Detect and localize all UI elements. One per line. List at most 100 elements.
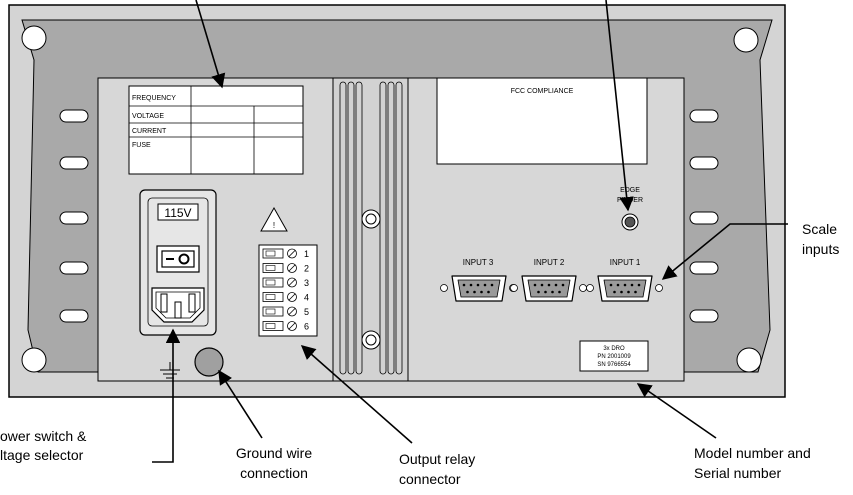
corner-screws: [21, 25, 762, 373]
arrow-power-switch: [152, 328, 181, 463]
model-label-line1: 3x DRO: [603, 346, 625, 352]
arrow-output-relay: [300, 345, 413, 444]
connector-pin: [533, 283, 537, 287]
connector-pin: [547, 283, 551, 287]
rating-frequency-label: FREQUENCY: [132, 95, 176, 102]
warning-symbol: !: [273, 221, 275, 230]
connector-pin: [637, 283, 641, 287]
connector-pin: [537, 290, 540, 294]
model-label-line2: PN 2001009: [597, 354, 631, 360]
connector-pin: [620, 290, 623, 294]
fcc-label: FCC COMPLIANCE: [436, 77, 648, 165]
arrow-ground-wire: [218, 369, 263, 439]
rating-fuse-label: FUSE: [132, 142, 151, 149]
connector-pin: [466, 290, 469, 294]
connector-pin: [473, 290, 476, 294]
model-serial-label: 3x DRO PN 2001009 SN 9766554: [579, 340, 649, 372]
connector-pin: [634, 290, 637, 294]
connector-pin: [616, 283, 620, 287]
callout-model-number-line1: Model number and: [694, 445, 811, 461]
callouts: Scale inputs ower switch & ltage selecto…: [0, 221, 839, 487]
corner-screw-icon: [21, 347, 47, 373]
connector-pin: [627, 290, 630, 294]
heatsink-screw-icon: [361, 209, 381, 229]
side-tabs: [59, 109, 719, 323]
connector-pin: [490, 283, 494, 287]
relay-terminal-number: 4: [304, 293, 309, 303]
connector-pin: [551, 290, 554, 294]
relay-terminal-block[interactable]: 1 2 3 4 5 6: [258, 244, 318, 337]
heatsink-screws: [361, 209, 381, 350]
relay-terminal[interactable]: 5: [262, 306, 309, 317]
fcc-compliance-text: FCC COMPLIANCE: [511, 88, 574, 95]
edge-finder-label-line2: FINDER: [617, 197, 643, 204]
callout-ground-wire-line2: connection: [240, 465, 308, 481]
connector-pin: [476, 283, 480, 287]
callout-scale-inputs-line1: Scale: [802, 221, 837, 237]
corner-screw-icon: [736, 347, 762, 373]
relay-terminal[interactable]: 4: [262, 292, 309, 303]
side-tab: [689, 156, 719, 170]
connector-pin: [540, 283, 544, 287]
side-tab: [59, 156, 89, 170]
connector-pin: [609, 283, 613, 287]
side-tab: [689, 211, 719, 225]
power-entry-module: 115V: [139, 189, 217, 336]
model-label-line3: SN 9766554: [597, 362, 631, 368]
relay-terminal-number: 6: [304, 322, 309, 332]
connector-pin: [487, 290, 490, 294]
relay-terminal-number: 5: [304, 307, 309, 317]
side-tab: [59, 261, 89, 275]
connector-pin: [462, 283, 466, 287]
iec-power-inlet[interactable]: [151, 287, 205, 323]
callout-model-number-line2: Serial number: [694, 465, 781, 481]
connector-pin: [480, 290, 483, 294]
side-tab: [59, 211, 89, 225]
corner-screw-icon: [21, 25, 47, 51]
arrow-model-number: [636, 383, 717, 439]
input3-label: INPUT 3: [463, 258, 494, 267]
relay-terminal-number: 3: [304, 278, 309, 288]
heatsink-fins: [339, 81, 403, 375]
callout-power-switch-line1: ower switch &: [0, 428, 87, 444]
connector-pin: [561, 283, 565, 287]
connector-pin: [544, 290, 547, 294]
corner-screw-icon: [733, 27, 759, 53]
side-tab: [59, 309, 89, 323]
relay-terminal[interactable]: 1: [262, 248, 309, 259]
input1-connector[interactable]: [586, 275, 663, 302]
connector-pin: [469, 283, 473, 287]
heatsink: [332, 77, 409, 382]
edge-finder-label-line1: EDGE: [620, 187, 640, 194]
warning-icon: !: [260, 206, 288, 232]
side-tab: [689, 309, 719, 323]
callout-output-relay-line2: connector: [399, 471, 461, 487]
rating-current-label: CURRENT: [132, 128, 167, 135]
rating-label: FREQUENCY VOLTAGE CURRENT FUSE: [128, 85, 304, 175]
relay-terminal[interactable]: 6: [262, 321, 309, 332]
connector-pins: [462, 283, 641, 294]
input1-label: INPUT 1: [610, 258, 641, 267]
power-switch[interactable]: [156, 245, 200, 273]
connector-pin: [483, 283, 487, 287]
connector-pin: [558, 290, 561, 294]
ground-stud[interactable]: [194, 347, 224, 377]
relay-terminal[interactable]: 2: [262, 263, 309, 274]
callout-output-relay-line1: Output relay: [399, 451, 475, 467]
voltage-selector-window: [157, 203, 199, 221]
connector-pin: [554, 283, 558, 287]
relay-terminal-number: 1: [304, 249, 309, 259]
relay-terminal-number: 2: [304, 264, 309, 274]
voltage-selector-value: 115V: [164, 206, 191, 220]
arrow-edge-finder: [605, 0, 634, 212]
connector-pin: [623, 283, 627, 287]
arrow-rating-label: [195, 0, 226, 89]
relay-terminal[interactable]: 3: [262, 277, 309, 288]
connector-pin: [630, 283, 634, 287]
scale-inputs: INPUT 3 INPUT 2 INPUT 1: [440, 258, 663, 302]
callout-scale-inputs-line2: inputs: [802, 241, 839, 257]
rating-voltage-label: VOLTAGE: [132, 113, 164, 120]
side-tab: [689, 261, 719, 275]
